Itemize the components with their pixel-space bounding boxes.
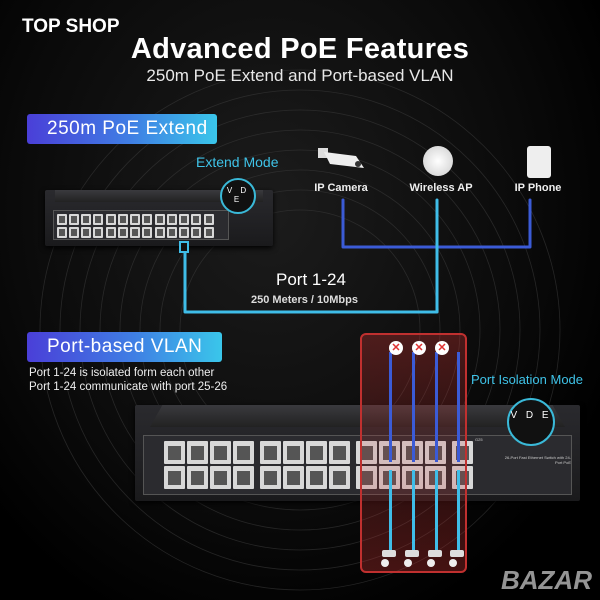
ethernet-port — [106, 214, 116, 225]
page-title: Advanced PoE Features — [130, 33, 470, 65]
device-label: IP Camera — [314, 182, 368, 194]
extend-badge: 250m PoE Extend — [27, 114, 217, 144]
vlan-info-line: Port 1-24 is isolated form each other — [29, 367, 215, 379]
ethernet-port — [191, 214, 201, 225]
ethernet-port — [57, 214, 67, 225]
camera-link-line — [389, 470, 392, 555]
ethernet-port — [283, 441, 304, 464]
camera-icon — [403, 548, 421, 570]
ethernet-port — [118, 214, 128, 225]
ethernet-port — [93, 227, 103, 238]
ethernet-port — [187, 466, 208, 489]
dip-switch-label: V D E — [226, 186, 250, 204]
isolation-line — [435, 352, 438, 462]
ethernet-port — [118, 227, 128, 238]
uplink-label: G25 — [475, 437, 483, 442]
panel-text: 26-Port Fast Ethernet Switch with 24-Por… — [504, 455, 571, 465]
ethernet-port — [187, 441, 208, 464]
ethernet-port — [191, 227, 201, 238]
distance-label: 250 Meters / 10Mbps — [251, 294, 358, 306]
ethernet-port — [155, 227, 165, 238]
port-panel — [143, 435, 572, 495]
ethernet-port — [283, 466, 304, 489]
isolation-line — [389, 352, 392, 462]
device-label: IP Phone — [514, 182, 562, 194]
port-range-label: Port 1-24 — [276, 270, 346, 289]
port-panel — [53, 210, 229, 240]
isolation-line — [457, 352, 460, 462]
ethernet-port — [164, 441, 185, 464]
ethernet-port — [142, 227, 152, 238]
ethernet-port — [179, 227, 189, 238]
vlan-info: Port 1-24 is isolated form each other Po… — [29, 366, 227, 394]
page-subtitle: 250m PoE Extend and Port-based VLAN — [146, 66, 454, 85]
blocked-icon: ✕ — [412, 341, 426, 355]
camera-icon — [316, 146, 368, 174]
ethernet-port — [233, 441, 254, 464]
ethernet-port — [164, 466, 185, 489]
ethernet-port — [142, 214, 152, 225]
ethernet-port — [260, 441, 281, 464]
ethernet-port — [69, 227, 79, 238]
ethernet-port — [260, 466, 281, 489]
ethernet-port — [306, 441, 327, 464]
ethernet-port — [130, 214, 140, 225]
camera-link-line — [435, 470, 438, 555]
vlan-info-line: Port 1-24 communicate with port 25-26 — [29, 381, 228, 393]
phone-icon — [527, 146, 551, 178]
switch-top — [55, 190, 263, 202]
ethernet-port — [204, 214, 214, 225]
dip-switch-zoom-vlan: V D E — [507, 398, 555, 446]
ethernet-port — [329, 441, 350, 464]
switch-vlan: 26-Port Fast Ethernet Switch with 24-Por… — [135, 405, 580, 501]
ethernet-port — [69, 214, 79, 225]
ethernet-port — [81, 214, 91, 225]
camera-link-line — [457, 470, 460, 555]
ethernet-port — [306, 466, 327, 489]
watermark: BAZAR — [501, 565, 592, 595]
ethernet-port — [57, 227, 67, 238]
ethernet-port — [81, 227, 91, 238]
cable-connector-icon — [179, 241, 189, 253]
ethernet-port — [204, 227, 214, 238]
isolation-mode-label: Port Isolation Mode — [471, 372, 584, 387]
camera-icon — [380, 548, 398, 570]
dip-switch-label: V D E — [510, 410, 552, 421]
camera-icon — [448, 548, 466, 570]
ethernet-port — [329, 466, 350, 489]
ethernet-port — [93, 214, 103, 225]
dip-switch-zoom-extend: V D E — [220, 178, 256, 214]
blocked-icon: ✕ — [389, 341, 403, 355]
shop-name: TOP SHOP — [22, 16, 120, 37]
ethernet-port — [179, 214, 189, 225]
ethernet-port — [167, 227, 177, 238]
camera-icon — [426, 548, 444, 570]
extend-cable-line — [183, 198, 439, 314]
ethernet-port — [167, 214, 177, 225]
camera-link-line — [412, 470, 415, 555]
ethernet-port — [130, 227, 140, 238]
switch-top — [150, 405, 565, 427]
extend-mode-label: Extend Mode — [196, 154, 279, 170]
ethernet-port — [210, 466, 231, 489]
ethernet-port — [155, 214, 165, 225]
vlan-badge: Port-based VLAN — [27, 332, 222, 362]
access-point-icon — [423, 146, 453, 176]
blocked-icon: ✕ — [435, 341, 449, 355]
ethernet-port — [106, 227, 116, 238]
isolation-line — [412, 352, 415, 462]
ethernet-port — [233, 466, 254, 489]
ethernet-port — [210, 441, 231, 464]
device-label: Wireless AP — [409, 182, 473, 194]
